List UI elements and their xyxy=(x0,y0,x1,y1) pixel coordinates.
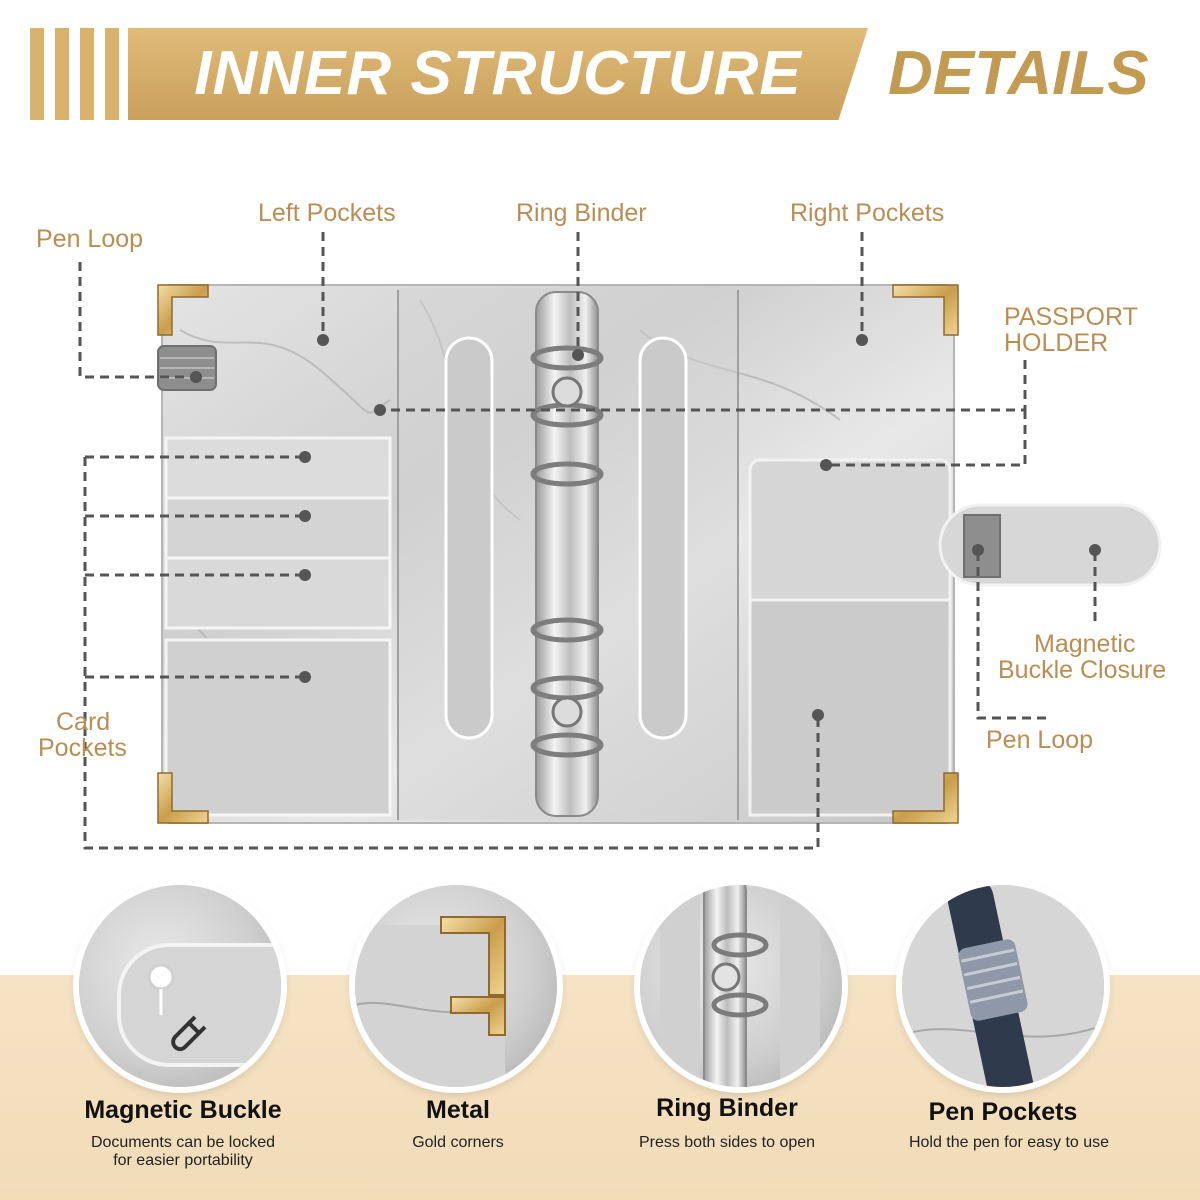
banner-stripe xyxy=(55,28,69,120)
binder-body xyxy=(157,284,1162,824)
ring-binder-icon xyxy=(703,885,769,1087)
label-pen-loop-right: Pen Loop xyxy=(986,726,1094,754)
banner-stripe xyxy=(105,28,119,120)
gold-corner-icon xyxy=(440,916,506,1036)
feature-desc-line: Documents can be locked xyxy=(90,1134,276,1151)
label-passport-holder-line1: PASSPORT xyxy=(1004,303,1138,331)
feature-desc-line: Gold corners xyxy=(412,1134,504,1151)
label-passport-holder-line2: HOLDER xyxy=(1004,329,1109,357)
banner-title: INNER STRUCTURE xyxy=(194,39,802,108)
feature-title-magnetic-buckle: Magnetic Buckle xyxy=(84,1096,282,1124)
magnet-icon xyxy=(171,1015,207,1052)
label-card-pockets-line1: Card xyxy=(56,708,111,736)
feature-desc-line: for easier portability xyxy=(113,1152,253,1169)
banner-subtitle: DETAILS xyxy=(888,39,1149,108)
feature-desc-pen-pockets: Hold the pen for easy to use xyxy=(869,1134,1149,1152)
feature-desc-magnetic-buckle: Documents can be locked for easier porta… xyxy=(43,1134,323,1170)
callout-dots xyxy=(190,334,1101,721)
feature-desc-ring-binder: Press both sides to open xyxy=(587,1134,867,1152)
feature-desc-line: Press both sides to open xyxy=(638,1134,816,1151)
feature-title-ring-binder: Ring Binder xyxy=(656,1094,798,1122)
label-right-pockets: Right Pockets xyxy=(790,199,945,227)
feature-photo-pen-pockets xyxy=(902,885,1104,1087)
label-pen-loop-left: Pen Loop xyxy=(36,225,144,253)
banner-background xyxy=(128,28,868,120)
feature-title-pen-pockets: Pen Pockets xyxy=(928,1098,1078,1126)
label-magnetic-buckle-line1: Magnetic xyxy=(1034,630,1136,658)
feature-desc-line: Hold the pen for easy to use xyxy=(908,1134,1110,1151)
banner-stripe xyxy=(80,28,94,120)
feature-photo-metal-corners xyxy=(355,885,557,1087)
feature-photo-magnetic-buckle xyxy=(79,885,281,1087)
pen-loop-icon xyxy=(947,885,1035,1087)
banner-stripe xyxy=(30,28,44,120)
header-banner: INNER STRUCTURE DETAILS xyxy=(0,28,1200,124)
feature-desc-metal: Gold corners xyxy=(318,1134,598,1152)
feature-photo-ring-binder xyxy=(640,885,842,1087)
callout-lines xyxy=(78,232,1097,850)
label-ring-binder: Ring Binder xyxy=(516,199,647,227)
label-left-pockets: Left Pockets xyxy=(258,199,396,227)
label-magnetic-buckle-line2: Buckle Closure xyxy=(998,656,1167,684)
feature-title-metal: Metal xyxy=(426,1096,490,1124)
label-card-pockets-line2: Pockets xyxy=(38,734,127,762)
